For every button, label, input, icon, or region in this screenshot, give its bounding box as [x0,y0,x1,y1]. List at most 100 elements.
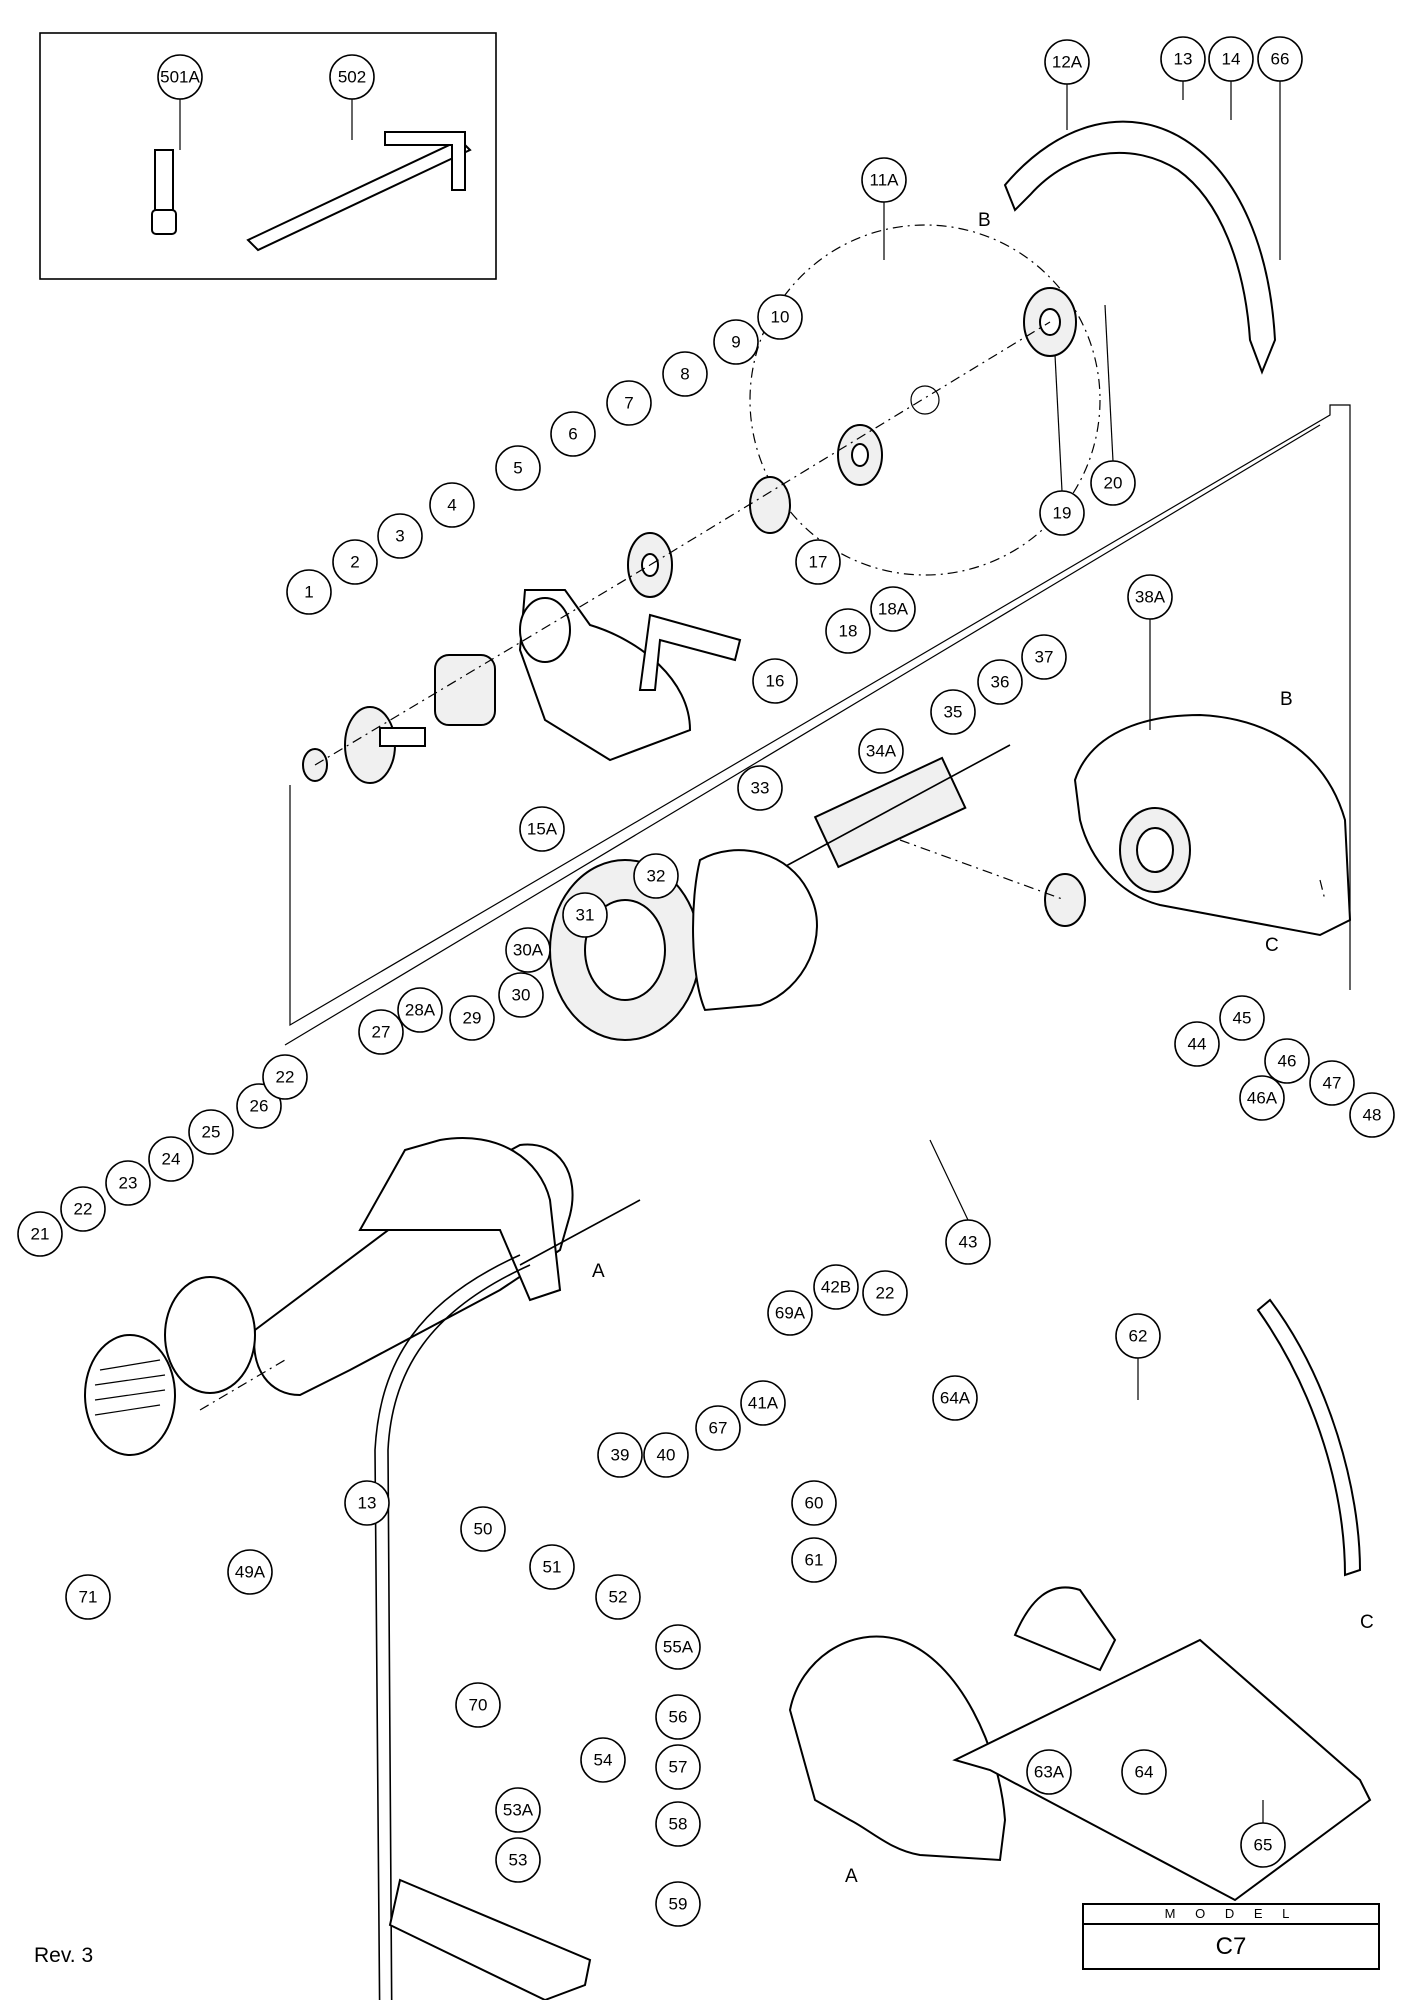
callout-64: 64 [1121,1749,1167,1795]
callout-27: 27 [358,1009,404,1055]
svg-text:17: 17 [809,553,828,572]
svg-text:25: 25 [202,1123,221,1142]
callout-34A: 34A [858,728,904,774]
svg-text:3: 3 [395,527,404,546]
callout-47: 47 [1309,1060,1355,1106]
svg-text:31: 31 [576,906,595,925]
svg-text:69A: 69A [775,1304,806,1323]
svg-text:45: 45 [1233,1009,1252,1028]
svg-text:19: 19 [1053,504,1072,523]
svg-text:16: 16 [766,672,785,691]
svg-text:46: 46 [1278,1052,1297,1071]
saw-blade [749,224,1101,576]
plug [388,1878,592,2000]
inner-cover-4 [434,654,496,726]
rear-handle [788,1635,1007,1862]
svg-text:39: 39 [611,1446,630,1465]
svg-text:21: 21 [31,1225,50,1244]
svg-text:60: 60 [805,1494,824,1513]
revision-label: Rev. 3 [34,1944,94,1967]
svg-text:64: 64 [1135,1763,1154,1782]
svg-text:2: 2 [350,553,359,572]
ref-letter-b-2: B [1280,689,1293,710]
ref-letter-c-1: C [1265,935,1279,956]
svg-text:46A: 46A [1247,1089,1278,1108]
angle-arc [1256,1298,1362,1577]
callout-30: 30 [498,972,544,1018]
svg-text:6: 6 [568,425,577,444]
svg-text:43: 43 [959,1233,978,1252]
svg-text:49A: 49A [235,1563,266,1582]
end-cap-24 [164,1276,256,1394]
callout-39: 39 [597,1432,643,1478]
group-outline [289,404,1351,1027]
svg-text:41A: 41A [748,1394,779,1413]
callout-51: 51 [529,1544,575,1590]
svg-text:22: 22 [276,1068,295,1087]
callout-19: 19 [1039,490,1085,536]
callout-46: 46 [1264,1038,1310,1084]
callout-3: 3 [377,513,423,559]
callout-36: 36 [977,659,1023,705]
lower-guard [1073,713,1352,937]
svg-text:7: 7 [624,394,633,413]
svg-text:47: 47 [1323,1074,1342,1093]
svg-text:10: 10 [771,308,790,327]
svg-text:29: 29 [463,1009,482,1028]
callout-20: 20 [1090,460,1136,506]
callout-12A: 12A [1044,39,1090,85]
svg-text:37: 37 [1035,648,1054,667]
callout-62: 62 [1115,1313,1161,1359]
model-label: M O D E L [1084,1905,1378,1925]
callout-17: 17 [795,539,841,585]
svg-text:61: 61 [805,1551,824,1570]
svg-text:28A: 28A [405,1001,436,1020]
accessory-box [39,32,497,280]
svg-text:38A: 38A [1135,588,1166,607]
callout-52: 52 [595,1574,641,1620]
callout-11A: 11A [861,157,907,203]
callout-502: 502 [329,54,375,100]
svg-text:22: 22 [74,1200,93,1219]
callout-32: 32 [633,853,679,899]
svg-text:4: 4 [447,496,456,515]
svg-text:57: 57 [669,1758,688,1777]
callout-53A: 53A [495,1787,541,1833]
callout-53: 53 [495,1837,541,1883]
callout-25: 25 [188,1109,234,1155]
svg-text:54: 54 [594,1751,613,1770]
svg-text:53A: 53A [503,1801,534,1820]
svg-text:30A: 30A [513,941,544,960]
svg-text:27: 27 [372,1023,391,1042]
model-box: M O D E L C7 [1082,1903,1380,1970]
callout-22-a: 22 [60,1186,106,1232]
callout-24: 24 [148,1136,194,1182]
svg-text:44: 44 [1188,1035,1207,1054]
gear-2 [344,706,426,784]
callout-49A: 49A [227,1549,273,1595]
svg-text:62: 62 [1129,1327,1148,1346]
callout-56: 56 [655,1694,701,1740]
callout-55A: 55A [655,1624,701,1670]
callout-13-a: 13 [1160,36,1206,82]
callout-42B: 42B [813,1264,859,1310]
callout-5: 5 [495,445,541,491]
svg-text:66: 66 [1271,50,1290,69]
callout-33: 33 [737,765,783,811]
armature [759,744,1011,881]
svg-text:58: 58 [669,1815,688,1834]
svg-text:22: 22 [876,1284,895,1303]
lever-8 [638,613,742,691]
svg-text:9: 9 [731,333,740,352]
svg-text:501A: 501A [160,68,200,87]
svg-text:50: 50 [474,1520,493,1539]
callout-44: 44 [1174,1021,1220,1067]
handle-housing-28A [358,1137,562,1302]
callout-35: 35 [930,689,976,735]
callout-43: 43 [945,1219,991,1265]
callout-22-b: 22 [862,1270,908,1316]
svg-text:55A: 55A [663,1638,694,1657]
callout-71: 71 [65,1574,111,1620]
wrench-part-501A [97,115,241,235]
svg-text:33: 33 [751,779,770,798]
